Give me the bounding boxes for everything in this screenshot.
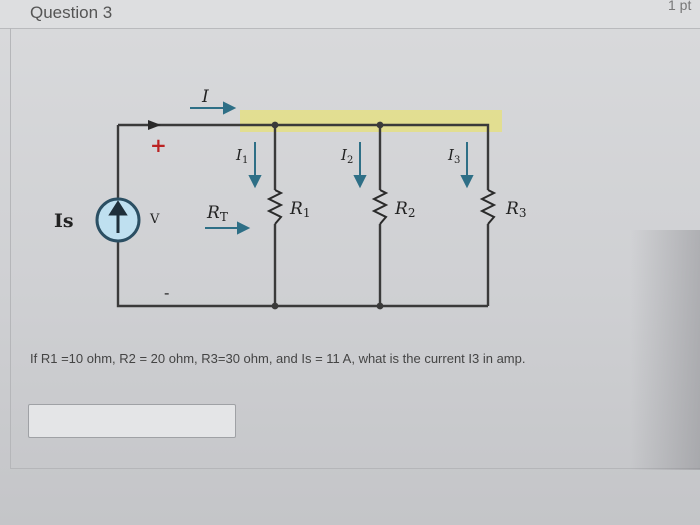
- total-current-label: I: [201, 87, 209, 107]
- points-label: 1 pt: [668, 0, 692, 13]
- current-label-i2: I2: [340, 146, 353, 166]
- highlight-band: [240, 110, 502, 132]
- minus-sign: -: [164, 283, 169, 302]
- rt-arrow-icon: [205, 221, 251, 235]
- resistor-zigzags: [266, 189, 497, 225]
- circuit-diagram: Is V + - I RT R1 R2 R3 I1 I2 I3: [54, 87, 526, 310]
- circuit-wires: [116, 123, 490, 308]
- question-header: Question 3 1 pt: [0, 0, 700, 29]
- answer-input[interactable]: [28, 404, 236, 438]
- resistor-label-r3: R3: [505, 199, 526, 220]
- total-current-arrow-icon: [190, 101, 237, 115]
- branch-current-arrows: [248, 142, 474, 189]
- wire-current-arrow-icon: [148, 120, 161, 130]
- voltage-label: V: [149, 212, 160, 227]
- current-label-i3: I3: [447, 146, 460, 166]
- current-label-i1: I1: [235, 146, 248, 166]
- plus-sign: +: [150, 133, 167, 157]
- question-frame: [10, 28, 700, 469]
- junction-dots: [271, 121, 384, 310]
- source-arrow-icon: [108, 200, 128, 233]
- question-text: If R1 =10 ohm, R2 = 20 ohm, R3=30 ohm, a…: [30, 351, 526, 366]
- shadow-overlay: [630, 230, 700, 470]
- rt-label: RT: [206, 203, 228, 224]
- resistor-label-r2: R2: [394, 199, 415, 220]
- source-label: Is: [54, 210, 74, 232]
- question-title: Question 3: [30, 3, 113, 22]
- resistor-label-r1: R1: [289, 199, 310, 220]
